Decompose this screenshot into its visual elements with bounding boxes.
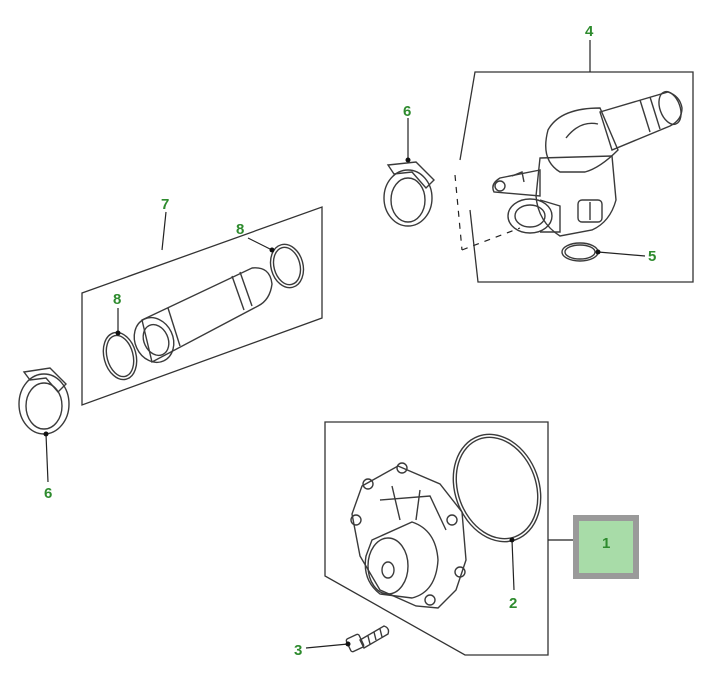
hose-clamp-lower (18, 367, 70, 483)
leader-2 (511, 539, 515, 591)
dashed-connector (454, 174, 463, 251)
callout-8b[interactable]: 8 (236, 221, 244, 238)
callout-8a[interactable]: 8 (113, 291, 121, 308)
callout-2[interactable]: 2 (509, 595, 517, 612)
callout-1[interactable]: 1 (602, 535, 610, 552)
water-pump (350, 462, 467, 609)
o-ring-pump (452, 433, 542, 543)
o-ring-pipe-left (102, 331, 138, 381)
callout-7[interactable]: 7 (161, 196, 169, 213)
callout-3[interactable]: 3 (294, 642, 302, 659)
leader-5 (597, 251, 646, 257)
bolt (305, 625, 390, 653)
o-ring-pipe-right (269, 243, 305, 289)
leader-3 (305, 643, 349, 649)
thermostat-group (454, 40, 694, 283)
leader-8b (247, 237, 273, 251)
callout-6a[interactable]: 6 (403, 103, 411, 120)
pipe-box (81, 206, 323, 406)
callout-4[interactable]: 4 (585, 23, 594, 40)
leader-6b (45, 433, 49, 483)
dashed-connector-2 (461, 227, 521, 251)
coolant-pipe (133, 267, 273, 364)
pump-group (324, 421, 575, 656)
leader-7 (161, 211, 167, 251)
thermostat-box (459, 71, 694, 283)
pipe-group (81, 206, 323, 406)
callout-6b[interactable]: 6 (44, 485, 52, 502)
pump-box (324, 421, 549, 656)
callout-5[interactable]: 5 (648, 248, 656, 265)
thermostat-housing (492, 90, 683, 237)
callout-1-highlight[interactable] (573, 515, 639, 579)
hose-clamp-upper (383, 118, 435, 227)
